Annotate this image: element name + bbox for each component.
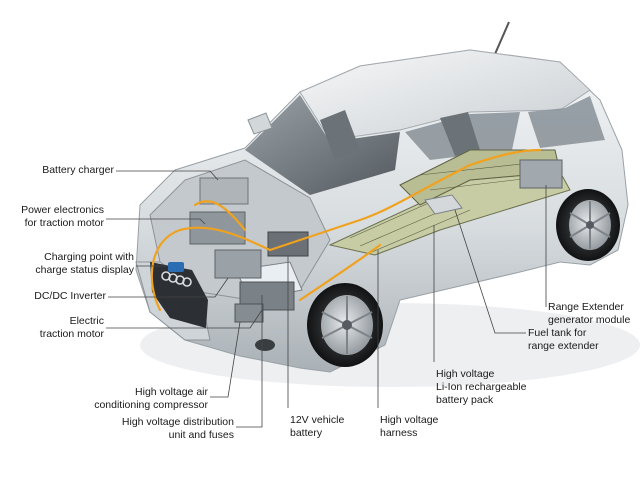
side-mirror	[247, 112, 273, 135]
label-fuel-tank-line-1: Fuel tank for	[528, 327, 587, 339]
label-range-extender: Range Extender generator module	[548, 301, 638, 327]
charge-port	[168, 262, 184, 272]
label-ac-compressor-line-2: conditioning compressor	[94, 399, 208, 411]
label-battery-charger: Battery charger	[34, 164, 114, 177]
label-charging-point: Charging point with charge status displa…	[4, 251, 134, 277]
label-12v-battery-line-1: 12V vehicle	[290, 414, 345, 426]
rear-wheel	[556, 189, 620, 261]
label-distribution-unit: High voltage distribution unit and fuses	[60, 416, 234, 442]
audi-rings	[161, 271, 192, 287]
range-extender-unit	[519, 159, 563, 189]
front-wheel	[307, 283, 383, 367]
label-li-ion-pack-line-2: Li-Ion rechargeable	[436, 381, 527, 393]
dcdc-unit	[214, 249, 262, 279]
car-roof	[299, 49, 591, 141]
label-range-extender-line-2: generator module	[548, 314, 631, 326]
fog-light	[255, 339, 275, 351]
leader-battery-charger	[116, 170, 219, 181]
label-range-extender-line-1: Range Extender	[548, 301, 624, 313]
side-window-rear	[528, 96, 605, 148]
leader-traction-motor	[106, 309, 263, 329]
leader-dcdc	[108, 277, 229, 298]
leader-ac-compressor	[210, 321, 241, 398]
label-12v-battery-line-2: battery	[290, 427, 323, 439]
label-li-ion-pack-line-1: High voltage	[436, 368, 495, 380]
leader-fuel-tank	[454, 209, 526, 334]
label-power-electronics-line-2: for traction motor	[24, 217, 104, 229]
hv-cables	[150, 148, 542, 312]
label-distribution-unit-line-1: High voltage distribution	[121, 416, 234, 428]
seat-front	[320, 110, 360, 160]
label-hv-harness-line-2: harness	[380, 427, 418, 439]
label-fuel-tank: Fuel tank for range extender	[528, 327, 628, 353]
seat-rear	[440, 112, 480, 156]
label-dcdc-inverter-line-1: DC/DC Inverter	[34, 290, 106, 302]
label-charging-point-line-1: Charging point with	[44, 251, 134, 263]
label-dcdc-inverter: DC/DC Inverter	[16, 290, 106, 303]
label-hv-harness: High voltage harness	[380, 414, 460, 440]
label-li-ion-pack: High voltage Li-Ion rechargeable battery…	[436, 368, 546, 407]
label-ac-compressor: High voltage air conditioning compressor	[60, 386, 208, 412]
leader-lines	[106, 170, 547, 428]
leader-distribution	[236, 295, 263, 428]
label-hv-harness-line-1: High voltage	[380, 414, 439, 426]
battery-charger-unit	[199, 177, 249, 205]
label-fuel-tank-line-2: range extender	[528, 340, 599, 352]
label-traction-motor-line-1: Electric	[69, 315, 104, 327]
label-ac-compressor-line-1: High voltage air	[135, 386, 208, 398]
grille	[150, 262, 208, 328]
label-charging-point-line-2: charge status display	[35, 264, 134, 276]
label-distribution-unit-line-2: unit and fuses	[168, 429, 234, 441]
label-traction-motor-line-2: traction motor	[39, 328, 104, 340]
label-power-electronics: Power electronics for traction motor	[6, 204, 104, 230]
windshield	[245, 95, 400, 195]
ac-compressor-unit	[234, 303, 264, 323]
label-battery-charger-line-1: Battery charger	[42, 164, 114, 176]
fuel-tank-unit	[424, 194, 463, 215]
leader-power-electronics	[106, 218, 206, 225]
label-li-ion-pack-line-3: battery pack	[436, 394, 494, 406]
label-12v-battery: 12V vehicle battery	[290, 414, 370, 440]
label-power-electronics-line-1: Power electronics	[21, 204, 104, 216]
label-traction-motor: Electric traction motor	[16, 315, 104, 341]
